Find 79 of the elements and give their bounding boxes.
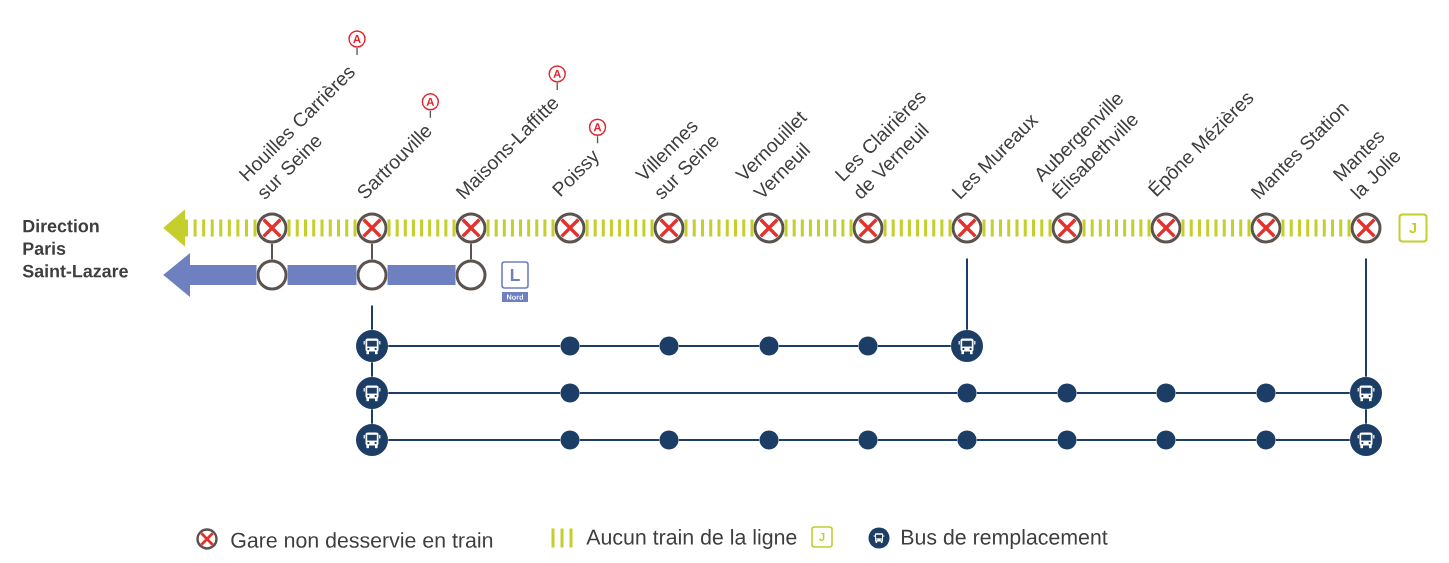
line bbox=[470, 242, 472, 261]
line bbox=[1365, 257, 1367, 378]
line bbox=[371, 361, 373, 378]
striped-line bbox=[585, 219, 654, 237]
striped-line bbox=[1281, 219, 1351, 237]
line bbox=[371, 408, 373, 425]
striped-line bbox=[784, 219, 853, 237]
line bbox=[387, 439, 562, 441]
stop-dot bbox=[560, 430, 580, 450]
line bbox=[1075, 439, 1158, 441]
line bbox=[387, 392, 562, 394]
stop-dot bbox=[858, 336, 878, 356]
bus-stop-icon bbox=[356, 377, 388, 409]
line-badge: J bbox=[1398, 213, 1428, 243]
stop-dot bbox=[1256, 383, 1276, 403]
striped-line bbox=[684, 219, 754, 237]
bus-stop-icon bbox=[356, 424, 388, 456]
line bbox=[371, 304, 373, 331]
stop-dot bbox=[1156, 383, 1176, 403]
legend-text: Gare non desservie en train bbox=[231, 532, 493, 548]
line-badge: L bbox=[501, 261, 529, 289]
band-line bbox=[387, 265, 456, 285]
line bbox=[578, 392, 959, 394]
line bbox=[975, 439, 1059, 441]
striped-line bbox=[287, 219, 357, 237]
bus-stop-icon bbox=[951, 330, 983, 362]
stop-dot bbox=[759, 430, 779, 450]
striped-line bbox=[883, 219, 952, 237]
stop-dot bbox=[1057, 383, 1077, 403]
line bbox=[1365, 408, 1367, 425]
bus-stop-icon bbox=[1350, 424, 1382, 456]
line-badge: A bbox=[548, 65, 566, 83]
stop-dot bbox=[759, 336, 779, 356]
line bbox=[1274, 439, 1351, 441]
stop-dot bbox=[659, 430, 679, 450]
line bbox=[677, 439, 761, 441]
line bbox=[1174, 392, 1258, 394]
stop-dot bbox=[560, 336, 580, 356]
striped-line bbox=[1082, 219, 1151, 237]
line bbox=[975, 392, 1059, 394]
line bbox=[387, 345, 562, 347]
line bbox=[578, 345, 661, 347]
station-circle bbox=[256, 259, 288, 291]
line bbox=[1075, 392, 1158, 394]
line-badge: A bbox=[588, 118, 607, 136]
legend-text: Bus de remplacement bbox=[902, 529, 1108, 549]
stop-dot bbox=[957, 430, 977, 450]
line bbox=[371, 242, 373, 261]
striped-line bbox=[387, 219, 456, 237]
legend-text: Aucun train de la ligne bbox=[586, 529, 797, 549]
line bbox=[777, 345, 860, 347]
line-badge: J bbox=[811, 526, 833, 548]
stop-dot bbox=[1057, 430, 1077, 450]
line bbox=[966, 257, 968, 331]
stop-dot bbox=[858, 430, 878, 450]
band-line bbox=[287, 265, 357, 285]
bus-stop-icon bbox=[356, 330, 388, 362]
striped-line bbox=[982, 219, 1052, 237]
line bbox=[876, 345, 952, 347]
stop-dot bbox=[560, 383, 580, 403]
stop-dot bbox=[659, 336, 679, 356]
direction-label: Direction Paris Saint-Lazare bbox=[22, 219, 128, 278]
line bbox=[777, 439, 860, 441]
line-badge: A bbox=[421, 93, 440, 111]
stop-dot bbox=[1256, 430, 1276, 450]
line bbox=[1174, 439, 1258, 441]
line-badge: A bbox=[348, 30, 366, 48]
bus-stop-icon bbox=[1350, 377, 1382, 409]
station-circle bbox=[356, 259, 388, 291]
stop-dot bbox=[957, 383, 977, 403]
striped-line bbox=[1181, 219, 1251, 237]
line bbox=[271, 242, 273, 261]
striped-line bbox=[486, 219, 555, 237]
line bbox=[1274, 392, 1351, 394]
stop-dot bbox=[1156, 430, 1176, 450]
line bbox=[578, 439, 661, 441]
station-circle bbox=[455, 259, 487, 291]
line bbox=[876, 439, 959, 441]
line bbox=[677, 345, 761, 347]
